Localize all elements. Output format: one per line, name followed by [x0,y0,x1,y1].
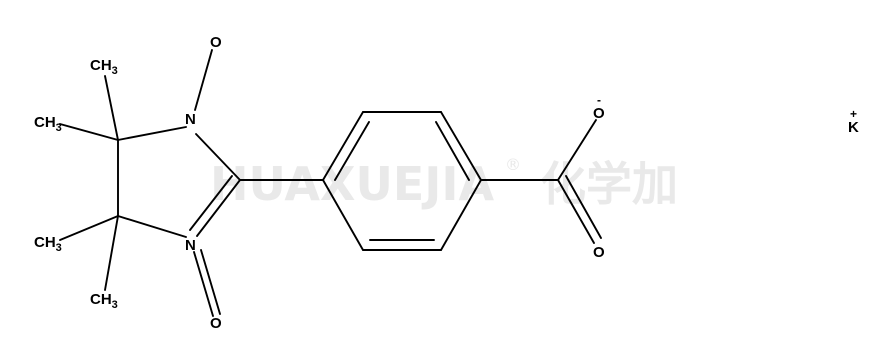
methyl-3-label: CH3 [34,234,62,254]
methyl-2-label: CH3 [34,114,62,134]
bond-c4-methyl-4 [104,215,119,291]
potassium-label: K [848,119,859,136]
bond-c5-methyl-2 [59,123,119,141]
watermark-brand: HUAXUEJIA [210,157,495,211]
bond-ring-inner-2 [435,121,470,181]
bond-c4-n3 [117,215,187,238]
nitrogen-1-label: N [185,111,196,128]
bond-c2-n3 [196,179,241,237]
methyl-1-label: CH3 [90,57,118,77]
bond-ring-3 [440,111,482,181]
atom-labels: CH3 CH3 CH3 CH3 N N O O - O O + K [34,34,859,332]
bond-c4-methyl-3 [59,215,119,241]
oxygen-carboxylate-label: O [593,105,605,122]
bond-c5-methyl-1 [104,75,119,141]
bond-carboxyl-o-minus [557,119,597,181]
bond-n3-o [193,251,214,317]
methyl-4-label: CH3 [90,291,118,311]
watermark-chinese: 化学加 [540,157,678,211]
potassium-charge: + [850,107,857,121]
nitrogen-3-label: N [185,237,196,254]
bond-carboxyl-o-double-b [565,175,602,239]
bond-carboxyl-o-double-a [557,179,595,244]
bond-n1-c5 [117,126,187,141]
bond-ring-1 [322,111,364,181]
bond-n3-o-double [200,249,221,315]
carboxylate-charge: - [597,93,601,107]
bonds [59,49,602,317]
oxygen-n3-label: O [210,315,222,332]
bond-ring-inner-1 [334,121,370,181]
bond-c2-n3-double [189,175,233,231]
bond-ring-4 [440,179,482,251]
oxygen-n1-label: O [210,34,222,51]
bond-ring-6 [322,179,364,251]
bond-n1-c2 [195,133,241,181]
watermark: HUAXUEJIA ® 化学加 [210,155,678,211]
watermark-registered-mark: ® [505,155,521,174]
oxygen-carbonyl-label: O [593,244,605,261]
bond-n1-o [194,49,213,111]
